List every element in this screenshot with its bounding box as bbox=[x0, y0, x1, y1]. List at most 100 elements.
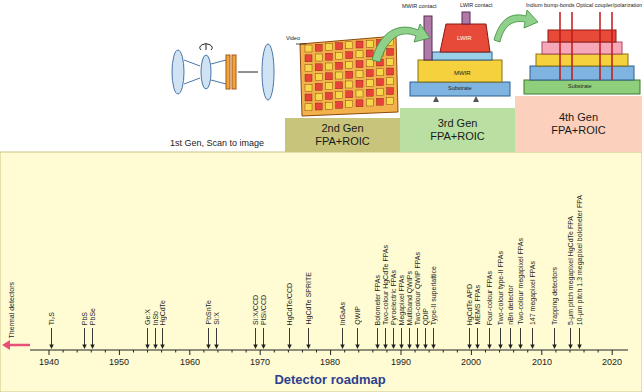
band-label: 2nd Gen FPA+ROIC bbox=[307, 122, 379, 147]
event-arrow bbox=[401, 328, 402, 348]
event-label: Si:X/CCD bbox=[252, 295, 259, 325]
caption: Detector roadmap bbox=[274, 372, 385, 387]
part-label: LWIR bbox=[457, 35, 472, 41]
event-label: InGaAs bbox=[339, 302, 346, 325]
event-arrow bbox=[393, 328, 394, 348]
part-label: Video bbox=[286, 36, 300, 42]
year-label: 1970 bbox=[246, 358, 274, 367]
event-arrow bbox=[155, 328, 156, 348]
event-arrow bbox=[162, 328, 163, 348]
event-label: nBn detector bbox=[507, 285, 514, 325]
event-label: PbSe bbox=[89, 308, 96, 325]
event-label: HgCdTe/CCD bbox=[286, 283, 293, 325]
band-label: 3rd Gen FPA+ROIC bbox=[422, 117, 494, 142]
event-arrow bbox=[477, 328, 478, 348]
event-label: Bolometer FPAs bbox=[374, 275, 381, 325]
event-arrow bbox=[520, 328, 521, 348]
generation-arrow bbox=[372, 10, 538, 62]
event-label: QDIP bbox=[422, 308, 429, 325]
event-label: Multiband QWIPs bbox=[406, 271, 413, 325]
axis-ticks bbox=[49, 350, 612, 355]
fourth-gen-stack bbox=[524, 12, 640, 94]
event-arrow bbox=[554, 328, 555, 348]
event-label: QWIP bbox=[354, 306, 361, 325]
third-gen-pixel bbox=[410, 12, 510, 102]
part-label: 1st Gen, Scan to image bbox=[168, 138, 266, 149]
event-arrow bbox=[377, 328, 378, 348]
year-label: 1940 bbox=[35, 358, 63, 367]
part-label: MWIR contact bbox=[402, 4, 437, 10]
event-arrow bbox=[357, 328, 358, 348]
event-arrow bbox=[92, 328, 93, 348]
event-label: Megapixel FPAs bbox=[398, 275, 405, 325]
event-label: Thermal detectors bbox=[8, 282, 15, 338]
event-arrow bbox=[500, 328, 501, 348]
part-label: Optical coupler/polarization bbox=[576, 3, 642, 9]
video-lead bbox=[296, 44, 306, 45]
event-arrow bbox=[425, 328, 426, 348]
event-arrow bbox=[84, 328, 85, 348]
event-label: PbSnTe bbox=[205, 300, 212, 325]
event-arrow bbox=[216, 328, 217, 348]
event-arrow bbox=[342, 328, 343, 348]
event-label: HgCdTe APD bbox=[466, 284, 473, 325]
event-label: 10-µm pitch 1.3 megapixel bolometer FPA bbox=[576, 195, 583, 325]
event-label: Type-II superlattice bbox=[430, 266, 437, 325]
event-arrow bbox=[433, 328, 434, 348]
event-label: PbS bbox=[81, 312, 88, 325]
year-label: 2010 bbox=[528, 358, 556, 367]
event-label: Pyroelectric FPAs bbox=[390, 270, 397, 325]
event-arrow bbox=[289, 328, 290, 348]
event-arrow bbox=[308, 328, 309, 348]
band-label: 4th Gen FPA+ROIC bbox=[543, 111, 615, 136]
year-label: 1960 bbox=[176, 358, 204, 367]
event-arrow bbox=[532, 328, 533, 348]
generation-band: 3rd Gen FPA+ROIC bbox=[400, 108, 515, 152]
generation-band: 2nd Gen FPA+ROIC bbox=[285, 118, 400, 152]
thermal-arrowhead bbox=[2, 340, 10, 350]
event-arrow bbox=[417, 328, 418, 348]
part-label: MWIR bbox=[454, 70, 471, 76]
event-label: PtSi/CCD bbox=[260, 295, 267, 325]
event-label: Trapping detectors bbox=[551, 267, 558, 325]
event-label: Ge:X bbox=[144, 309, 151, 325]
event-arrow bbox=[469, 328, 470, 348]
event-arrow bbox=[385, 328, 386, 348]
part-label: Indium bump-bonds bbox=[526, 3, 575, 9]
event-arrow bbox=[208, 328, 209, 348]
part-label: LWIR contact bbox=[460, 3, 493, 9]
event-arrow bbox=[409, 328, 410, 348]
year-label: 2000 bbox=[457, 358, 485, 367]
part-label: Substrate bbox=[568, 84, 592, 90]
event-label: HgCdTe bbox=[159, 300, 166, 325]
event-arrow bbox=[510, 328, 511, 348]
event-arrow bbox=[255, 328, 256, 348]
event-arrow bbox=[51, 328, 52, 348]
event-label: Two-colour type-II FPAs bbox=[497, 251, 504, 325]
event-arrow bbox=[147, 328, 148, 348]
year-label: 2020 bbox=[598, 358, 626, 367]
part-label: Substrate bbox=[448, 86, 472, 92]
event-label: Two-colour HgCdTe FPAs bbox=[382, 245, 389, 325]
event-arrow bbox=[263, 328, 264, 348]
timeline-panel bbox=[0, 152, 642, 392]
year-label: 1990 bbox=[387, 358, 415, 367]
event-arrow bbox=[570, 328, 571, 348]
event-label: Tl₂S bbox=[48, 312, 55, 325]
event-label: 5-µm pitch megapixel HgCdTe FPA bbox=[567, 216, 574, 325]
event-label: HgCdTe SPRITE bbox=[305, 272, 312, 325]
event-label: Four-colour FPAs bbox=[486, 271, 493, 325]
event-label: MEMS FPAs bbox=[474, 285, 481, 325]
year-label: 1950 bbox=[105, 358, 133, 367]
first-gen-optics bbox=[172, 44, 274, 100]
event-label: Two-colour megapixel FPAs bbox=[517, 238, 524, 325]
generation-band: 4th Gen FPA+ROIC bbox=[515, 96, 642, 152]
event-label: Two-colour QWIP FPAs bbox=[414, 252, 421, 325]
event-label: Si:X bbox=[213, 312, 220, 325]
year-label: 1980 bbox=[316, 358, 344, 367]
event-label: 147 megapixel FPAs bbox=[529, 261, 536, 325]
event-arrow bbox=[489, 328, 490, 348]
event-arrow bbox=[579, 328, 580, 348]
